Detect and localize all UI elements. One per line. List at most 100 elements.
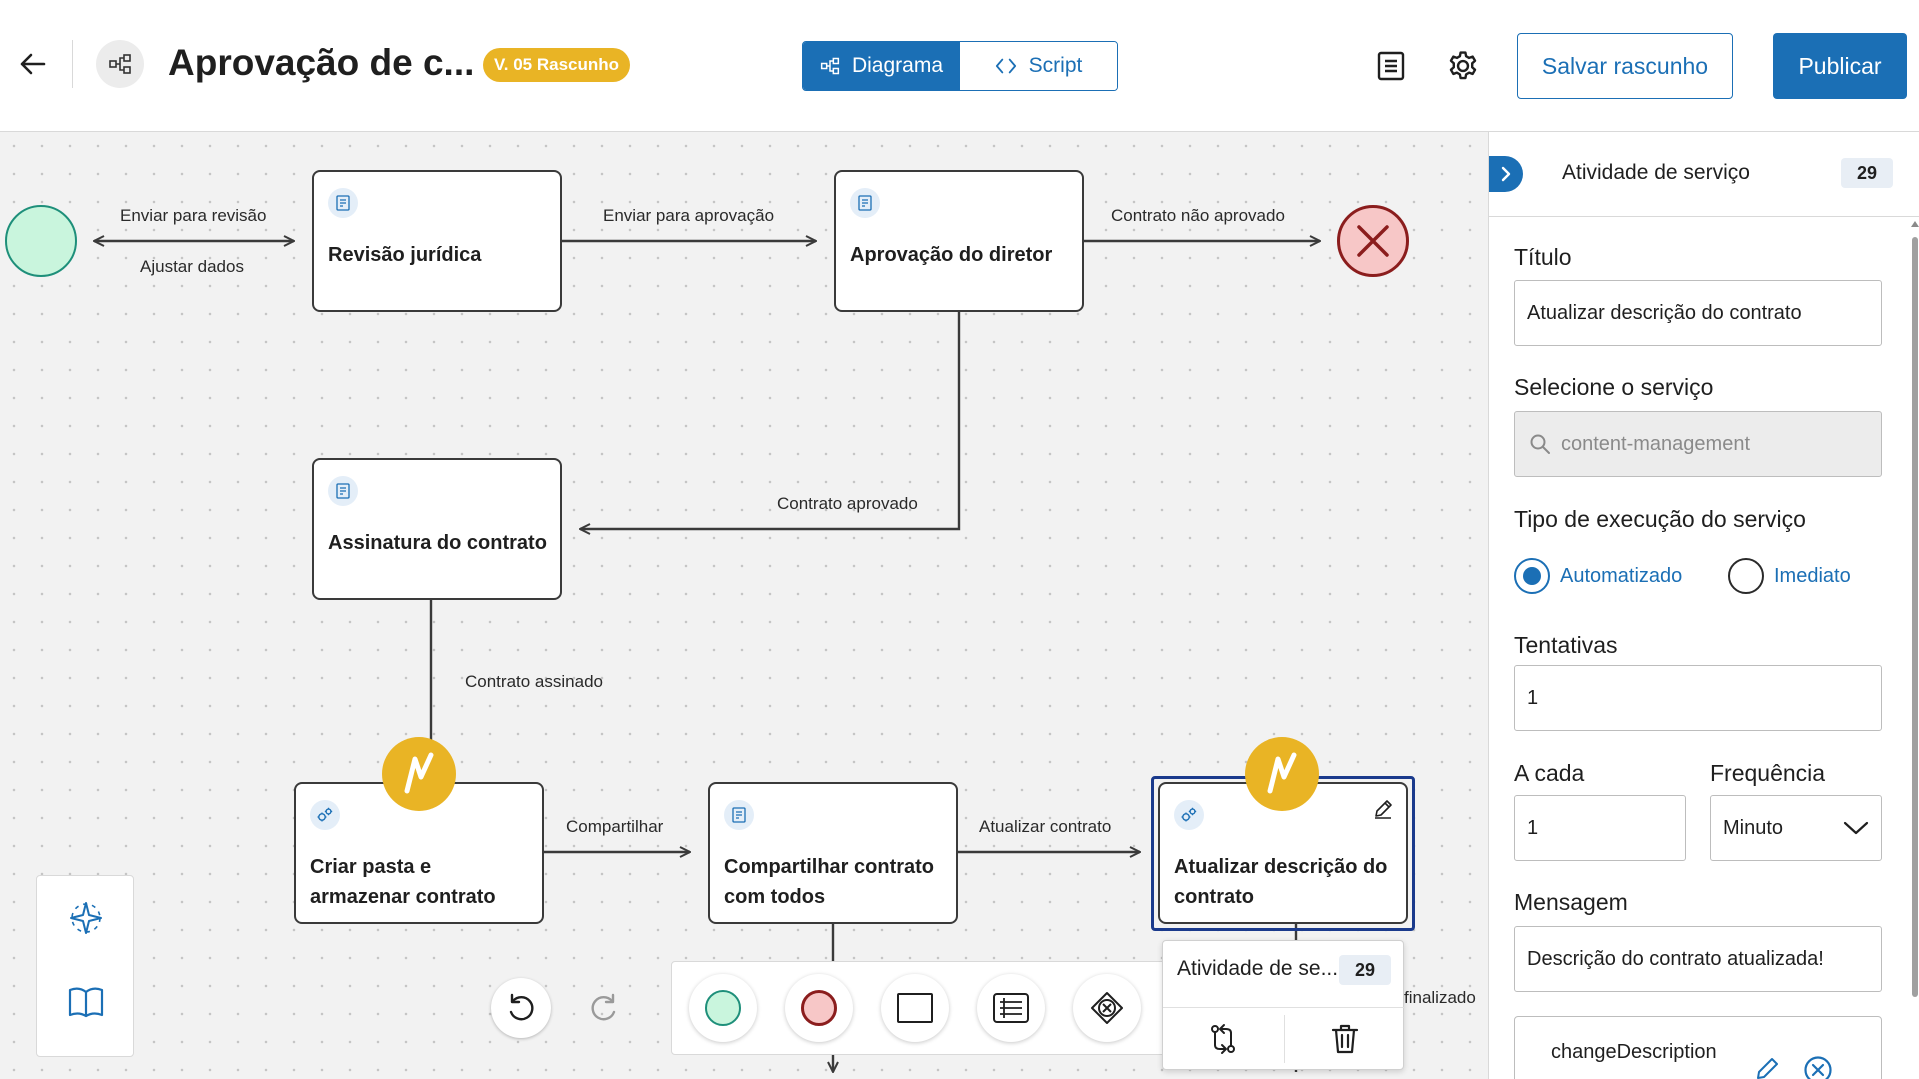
divider xyxy=(1284,1015,1285,1063)
function-card: changeDescription xyxy=(1514,1016,1882,1079)
page-title: Aprovação de c... xyxy=(168,42,475,83)
document-list-icon[interactable] xyxy=(1371,46,1411,86)
node-aprovacao-diretor[interactable]: Aprovação do diretor xyxy=(834,170,1084,312)
frequencia-select[interactable]: Minuto xyxy=(1710,795,1882,861)
edge-label: Contrato aprovado xyxy=(777,494,918,513)
tentativas-input[interactable]: 1 xyxy=(1514,665,1882,731)
gateway-icon[interactable] xyxy=(1073,974,1141,1042)
mensagem-input[interactable]: Descrição do contrato atualizada! xyxy=(1514,926,1882,992)
titulo-input[interactable]: Atualizar descrição do contrato xyxy=(1514,280,1882,346)
panel-header: Atividade de serviço 29 xyxy=(1489,132,1919,217)
radio-circle xyxy=(1514,558,1550,594)
trash-delete-icon[interactable] xyxy=(1325,1019,1365,1059)
code-icon xyxy=(995,58,1016,74)
tab-diagrama[interactable]: Diagrama xyxy=(803,42,960,90)
node-revisao-juridica[interactable]: Revisão jurídica xyxy=(312,170,562,312)
save-draft-button[interactable]: Salvar rascunho xyxy=(1517,33,1733,99)
node-compartilhar-contrato[interactable]: Compartilhar contrato com todos xyxy=(708,782,958,924)
panel-scrollbar[interactable] xyxy=(1910,217,1919,1079)
edge-label: Enviar para aprovação xyxy=(603,206,775,225)
node-label: Atualizar descrição do contrato xyxy=(1174,856,1388,908)
element-palette xyxy=(671,961,1167,1055)
edit-pencil-icon[interactable] xyxy=(1753,1055,1781,1079)
chevron-down-icon xyxy=(1843,821,1869,835)
node-label: Compartilhar contrato com todos xyxy=(724,856,935,908)
gears-icon xyxy=(1174,800,1204,830)
service-search-input[interactable]: content-management xyxy=(1514,411,1882,477)
swap-connection-icon[interactable] xyxy=(1203,1019,1243,1059)
task-icon[interactable] xyxy=(881,974,949,1042)
edge-contrato-aprovado xyxy=(580,312,961,529)
settings-gear-icon[interactable] xyxy=(1443,46,1483,86)
left-tool-dock xyxy=(36,875,134,1057)
undo-icon[interactable] xyxy=(491,978,551,1038)
radio-circle xyxy=(1728,558,1764,594)
tab-script[interactable]: Script xyxy=(960,42,1117,90)
mensagem-label: Mensagem xyxy=(1514,889,1628,915)
node-label: Revisão jurídica xyxy=(328,244,482,266)
end-event[interactable] xyxy=(1337,205,1409,277)
frequencia-label: Frequência xyxy=(1710,760,1826,786)
context-menu-title: Atividade de se... xyxy=(1177,957,1339,980)
edge-label: Enviar para revisão xyxy=(120,206,267,225)
node-label: Criar pasta e armazenar contrato xyxy=(310,856,496,908)
workflow-icon xyxy=(96,40,144,88)
node-context-menu: Atividade de se... 29 xyxy=(1162,940,1405,1070)
radio-automatizado[interactable]: Automatizado xyxy=(1514,558,1682,594)
close-x-icon xyxy=(1357,225,1389,257)
ai-sparkle-icon[interactable] xyxy=(66,898,106,938)
end-event-icon[interactable] xyxy=(785,974,853,1042)
edge-label: Contrato não aprovado xyxy=(1111,206,1285,225)
node-label: Aprovação do diretor xyxy=(850,244,1053,266)
back-arrow-icon[interactable] xyxy=(12,44,52,84)
a-cada-input[interactable]: 1 xyxy=(1514,795,1686,861)
radio-label: Imediato xyxy=(1774,564,1851,587)
tipo-execucao-label: Tipo de execução do serviço xyxy=(1514,506,1806,532)
diagram-icon xyxy=(820,57,840,75)
edge-label: finalizado xyxy=(1404,988,1476,1007)
search-icon xyxy=(1530,434,1550,454)
tab-diagrama-label: Diagrama xyxy=(851,54,944,77)
servico-label: Selecione o serviço xyxy=(1514,374,1714,400)
book-icon[interactable] xyxy=(66,982,106,1022)
radio-label: Automatizado xyxy=(1560,564,1683,587)
edge-label: Atualizar contrato xyxy=(979,817,1112,836)
form-icon xyxy=(850,188,880,218)
titulo-label: Título xyxy=(1514,244,1572,270)
tab-script-label: Script xyxy=(1028,54,1083,77)
frequencia-value: Minuto xyxy=(1723,816,1784,839)
lightning-bolt-icon xyxy=(382,737,456,811)
remove-circle-x-icon[interactable] xyxy=(1803,1055,1833,1079)
panel-title: Atividade de serviço xyxy=(1562,161,1750,184)
publish-button[interactable]: Publicar xyxy=(1773,33,1907,99)
radio-imediato[interactable]: Imediato xyxy=(1728,558,1851,594)
node-assinatura-contrato[interactable]: Assinatura do contrato xyxy=(312,458,562,600)
scrollbar-thumb[interactable] xyxy=(1912,237,1918,997)
start-event-icon[interactable] xyxy=(689,974,757,1042)
view-toggle: Diagrama Script xyxy=(802,41,1118,91)
service-placeholder: content-management xyxy=(1561,432,1751,455)
edge-label: Compartilhar xyxy=(566,817,664,836)
function-name: changeDescription xyxy=(1551,1041,1717,1063)
edit-pencil-icon[interactable] xyxy=(1372,798,1394,825)
diagram-canvas[interactable]: Enviar para revisão Ajustar dados Enviar… xyxy=(0,132,1488,1079)
form-icon xyxy=(328,476,358,506)
node-label: Assinatura do contrato xyxy=(328,532,547,554)
form-icon xyxy=(328,188,358,218)
subprocess-icon[interactable] xyxy=(977,974,1045,1042)
divider xyxy=(1163,1007,1405,1008)
properties-panel: Atividade de serviço 29 Título Atualizar… xyxy=(1488,132,1919,1079)
form-icon xyxy=(724,800,754,830)
version-badge: V. 05 Rascunho xyxy=(483,48,631,82)
start-event[interactable] xyxy=(5,205,77,277)
chevron-right-icon[interactable] xyxy=(1489,156,1523,192)
lightning-bolt-icon xyxy=(1245,737,1319,811)
node-atualizar-descricao[interactable]: Atualizar descrição do contrato xyxy=(1158,782,1408,924)
a-cada-label: A cada xyxy=(1514,760,1585,786)
redo-icon[interactable] xyxy=(574,978,634,1038)
scroll-up-arrow-icon[interactable] xyxy=(1911,221,1919,227)
count-badge: 29 xyxy=(1339,955,1391,985)
edge-label: Contrato assinado xyxy=(465,672,603,691)
top-header: Aprovação de c... V. 05 Rascunho Diagram… xyxy=(0,0,1919,132)
gears-icon xyxy=(310,800,340,830)
